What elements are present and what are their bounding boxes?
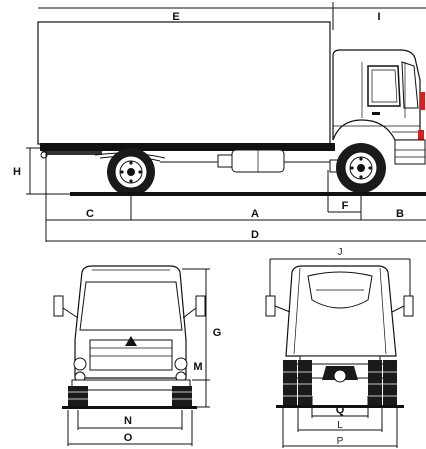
rear-tire-left-inner [298,360,312,406]
front-grille [89,339,173,371]
front-marker-light [418,130,424,140]
label-E: E [172,11,179,23]
front-windshield [79,281,183,331]
rear-tire-right-inner [368,360,382,406]
label-M: M [193,361,202,373]
side-marker-light [420,92,425,110]
front-ground-line [62,406,197,409]
label-H: H [13,166,21,178]
label-G: G [213,327,222,339]
mirror-right-icon [195,295,206,317]
label-I: I [377,11,380,23]
rear-mirror-right-icon [403,295,414,317]
front-view-bumper [71,379,191,391]
label-J: J [338,247,343,258]
label-A: A [251,208,259,220]
label-N: N [124,415,132,427]
headlight-left-icon [73,357,87,371]
label-O: O [124,432,133,444]
label-F: F [342,200,349,212]
front-view: G M N O [53,265,222,446]
rear-wheel [107,148,155,196]
chassis-rail [40,143,335,151]
label-L: L [337,420,343,431]
side-view: E I H C A F B D [13,2,426,242]
label-D: D [251,229,259,241]
headlight-right-icon [174,357,188,371]
front-tire-right [172,386,192,408]
ground-line [70,192,426,196]
rear-view: J Q L P [265,247,414,448]
rear-mirror-left-icon [265,295,276,317]
mirror-left-icon [53,295,64,317]
brand-logo-icon [125,336,137,346]
label-Q: Q [336,404,345,416]
label-B: B [396,208,404,220]
label-P: P [337,436,344,447]
rear-tire-right-outer [383,360,397,406]
cargo-box [37,21,331,145]
label-C: C [86,208,94,220]
front-tire-left [68,386,88,408]
rear-tire-left-outer [283,360,297,406]
front-wheel [336,143,386,193]
cab-window [367,65,401,107]
front-bumper [394,139,426,165]
rear-ground-line [276,405,404,408]
